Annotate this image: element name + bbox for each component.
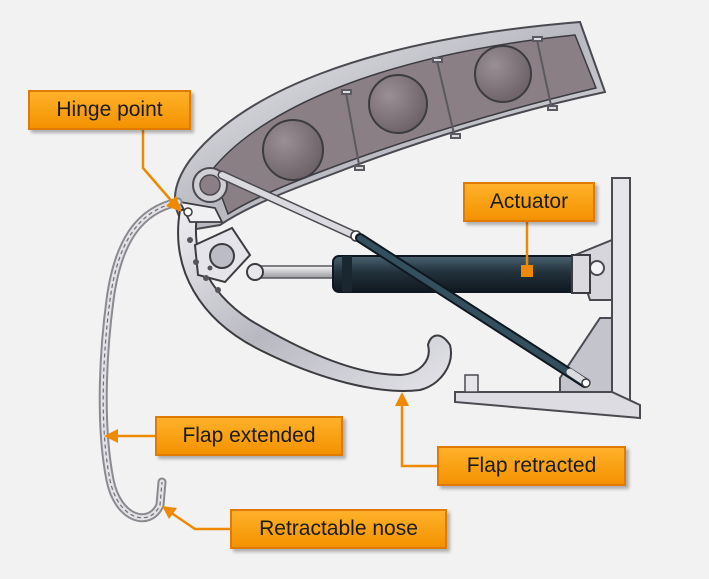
wing-structure bbox=[174, 20, 607, 232]
flap-extended-outline bbox=[98, 197, 183, 523]
flap-retracted-body bbox=[177, 200, 452, 392]
leader-arrowheads bbox=[104, 196, 533, 519]
label-flap-retracted: Flap retracted bbox=[437, 446, 626, 486]
lightening-holes bbox=[262, 45, 532, 181]
label-retractable-nose: Retractable nose bbox=[230, 509, 447, 549]
leader-hinge-point bbox=[141, 128, 176, 206]
leader-retractable-nose bbox=[169, 510, 230, 531]
label-flap-extended: Flap extended bbox=[155, 416, 343, 456]
label-actuator: Actuator bbox=[463, 182, 595, 222]
wing-ribs bbox=[341, 36, 558, 171]
actuator-cylinder bbox=[332, 255, 579, 293]
leader-flap-retracted bbox=[400, 400, 437, 468]
label-hinge-point: Hinge point bbox=[28, 90, 191, 130]
secondary-rod bbox=[355, 233, 592, 388]
actuator-rod bbox=[254, 265, 346, 279]
leader-lines bbox=[115, 128, 529, 531]
